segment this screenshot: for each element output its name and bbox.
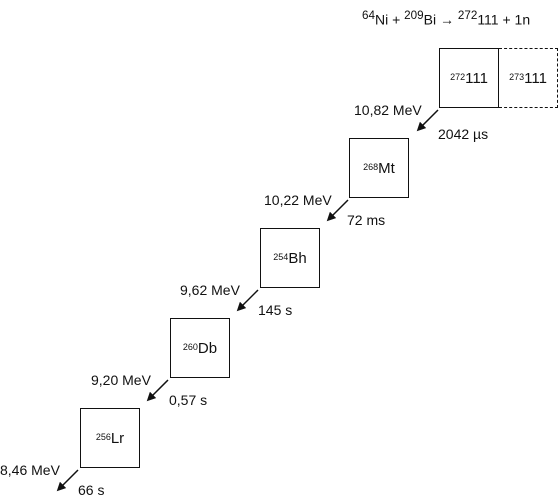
- reactant1-symbol: Ni: [374, 11, 389, 28]
- decay-lifetime-1: 2042 µs: [438, 126, 489, 142]
- decay-lifetime-3: 145 s: [258, 302, 293, 318]
- isotope-symbol: Db: [197, 339, 218, 357]
- decay-energy-2: 10,22 MeV: [264, 192, 332, 208]
- isotope-symbol: Lr: [110, 429, 125, 447]
- decay-lifetime-4: 0,57 s: [169, 392, 208, 408]
- reaction-arrow: →: [436, 11, 458, 28]
- decay-arrow-5: [56, 469, 79, 492]
- decay-lifetime-2: 72 ms: [347, 212, 386, 228]
- decay-energy-5: 8,46 MeV: [0, 462, 60, 478]
- decay-arrow-4: [146, 379, 169, 402]
- isotope-symbol: Bh: [288, 249, 307, 267]
- neutron-term: + 1n: [498, 11, 531, 28]
- decay-energy-4: 9,20 MeV: [91, 372, 151, 388]
- isotope-symbol: Mt: [378, 159, 395, 177]
- isotope-symbol: 111: [524, 69, 547, 87]
- plus-sign: +: [388, 11, 405, 28]
- product-mass: 272: [457, 9, 478, 22]
- product-symbol: 111: [477, 11, 499, 28]
- decay-lifetime-5: 66 s: [78, 482, 105, 498]
- isotope-symbol: 111: [465, 69, 488, 87]
- decay-arrow-3: [236, 289, 259, 312]
- decay-energy-1: 10,82 MeV: [354, 102, 422, 118]
- reactant2-mass: 209: [404, 9, 424, 22]
- reactant1-mass: 64: [362, 9, 375, 22]
- reaction-equation: 64Ni + 209Bi → 272111 + 1n: [362, 9, 530, 28]
- reactant2-symbol: Bi: [423, 11, 437, 28]
- decay-energy-3: 9,62 MeV: [180, 282, 240, 298]
